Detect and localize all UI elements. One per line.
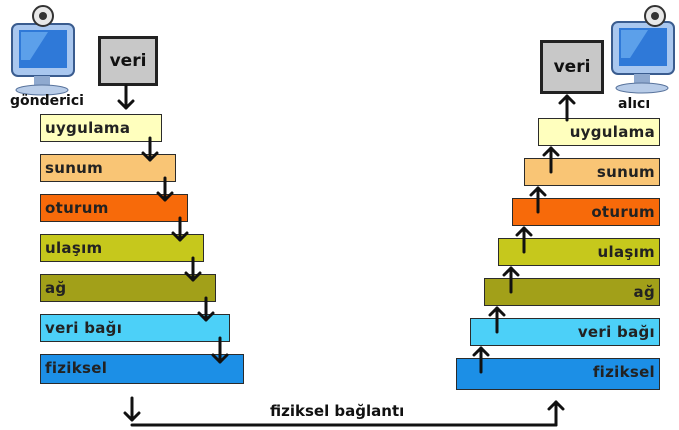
sender-layer-session-label: oturum	[45, 199, 109, 217]
receiver-computer-icon	[611, 5, 675, 94]
receiver-layer-session-label: oturum	[591, 203, 655, 221]
sender-layer-presentation: sunum	[40, 154, 176, 182]
sender-layer-physical: fiziksel	[40, 354, 244, 384]
sender-layer-data-link-label: veri bağı	[45, 319, 123, 337]
receiver-data-box-label: veri	[553, 57, 591, 77]
receiver-layer-data-link-label: veri bağı	[577, 323, 655, 341]
sender-layer-network: ağ	[40, 274, 216, 302]
receiver-label: alıcı	[618, 96, 651, 112]
receiver-layer-network: ağ	[484, 278, 660, 306]
sender-layer-transport-label: ulaşım	[45, 239, 103, 257]
receiver-layer-transport: ulaşım	[498, 238, 660, 266]
receiver-layer-application: uygulama	[538, 118, 660, 146]
sender-layer-transport: ulaşım	[40, 234, 204, 262]
receiver-layer-network-label: ağ	[633, 283, 655, 301]
receiver-layer-presentation: sunum	[524, 158, 660, 186]
physical-link-label: fiziksel bağlantı	[270, 402, 405, 420]
receiver-layer-application-label: uygulama	[569, 123, 655, 141]
receiver-layer-physical-label: fiziksel	[592, 363, 655, 381]
receiver-layer-session: oturum	[512, 198, 660, 226]
receiver-data-box: veri	[540, 40, 604, 94]
sender-computer-icon	[11, 5, 75, 96]
sender-layer-application-label: uygulama	[45, 119, 131, 137]
sender-data-box: veri	[98, 36, 158, 86]
sender-layer-data-link: veri bağı	[40, 314, 230, 342]
receiver-layer-physical: fiziksel	[456, 358, 660, 390]
receiver-layer-transport-label: ulaşım	[597, 243, 655, 261]
receiver-layer-presentation-label: sunum	[596, 163, 655, 181]
sender-layer-network-label: ağ	[45, 279, 67, 297]
receiver-layer-data-link: veri bağı	[470, 318, 660, 346]
sender-layer-presentation-label: sunum	[45, 159, 104, 177]
sender-layer-session: oturum	[40, 194, 188, 222]
sender-data-box-label: veri	[109, 51, 147, 71]
sender-layer-physical-label: fiziksel	[45, 359, 108, 377]
sender-label: gönderici	[10, 93, 84, 109]
sender-layer-application: uygulama	[40, 114, 162, 142]
